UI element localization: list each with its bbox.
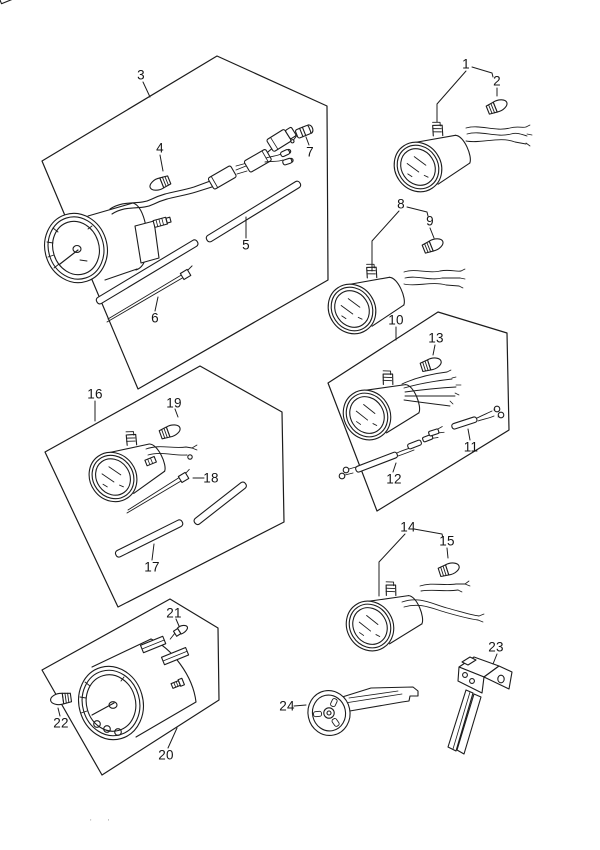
- meter-8-drawing: [312, 255, 466, 348]
- bulb-13-drawing: [419, 355, 444, 374]
- cable-tie-6-drawing: [106, 265, 193, 323]
- meter-14-drawing: [330, 573, 485, 665]
- meter-16-drawing: [72, 422, 198, 517]
- leader-1: [436, 70, 467, 123]
- leader-11: [467, 428, 471, 441]
- kit-box-20-outline: [41, 598, 220, 776]
- leader-3: [142, 81, 151, 98]
- bulb-4-drawing: [147, 174, 172, 194]
- leader-20: [167, 727, 178, 749]
- leader-8-9-bracket: [406, 206, 429, 217]
- socket-wrench-24-drawing: [307, 686, 419, 736]
- leader-8: [371, 210, 400, 272]
- bulb-22-drawing: [49, 691, 73, 707]
- leader-24: [293, 704, 307, 707]
- cable-tie-18-drawing: [126, 468, 190, 514]
- leader-22: [57, 707, 61, 717]
- bracket-23-drawing: [447, 656, 513, 755]
- lead-wire-12-drawing: [338, 426, 445, 480]
- bulb-19-drawing: [158, 421, 183, 441]
- bulb-2-drawing: [485, 96, 510, 116]
- kit-box-16-outline: [44, 365, 285, 608]
- meter-3-gauge: [44, 202, 172, 284]
- meter-3-harness: [109, 126, 297, 215]
- callout-leader-lines: [57, 66, 498, 749]
- leader-7: [305, 136, 310, 146]
- meter-1-drawing: [378, 113, 533, 206]
- leader-14: [378, 533, 406, 597]
- leader-1-2-bracket: [471, 66, 494, 78]
- tube-5-drawing: [95, 180, 302, 305]
- leader-4: [159, 154, 164, 172]
- leader-13: [432, 344, 436, 356]
- tube-17-drawing: [114, 481, 247, 558]
- kit-box-3-outline: [41, 55, 329, 390]
- leader-14-15-bracket: [413, 528, 444, 539]
- leader-21: [175, 618, 180, 627]
- lead-wire-11-drawing: [451, 405, 505, 430]
- leader-17: [151, 543, 155, 561]
- leader-23: [492, 653, 498, 665]
- screw-bulb-21-drawing: [169, 624, 188, 640]
- meter-10-drawing: [327, 362, 462, 454]
- footer-marks: ' ': [90, 818, 117, 827]
- bulb-9-drawing: [421, 235, 446, 255]
- leader-19: [174, 408, 179, 418]
- leader-9: [429, 227, 435, 239]
- meter-20-drawing: [0, 0, 197, 741]
- leader-15: [446, 547, 449, 559]
- bulb-15-drawing: [437, 560, 462, 579]
- leader-12: [392, 462, 397, 473]
- kit-box-10-outline: [327, 311, 510, 512]
- leader-6: [154, 296, 159, 312]
